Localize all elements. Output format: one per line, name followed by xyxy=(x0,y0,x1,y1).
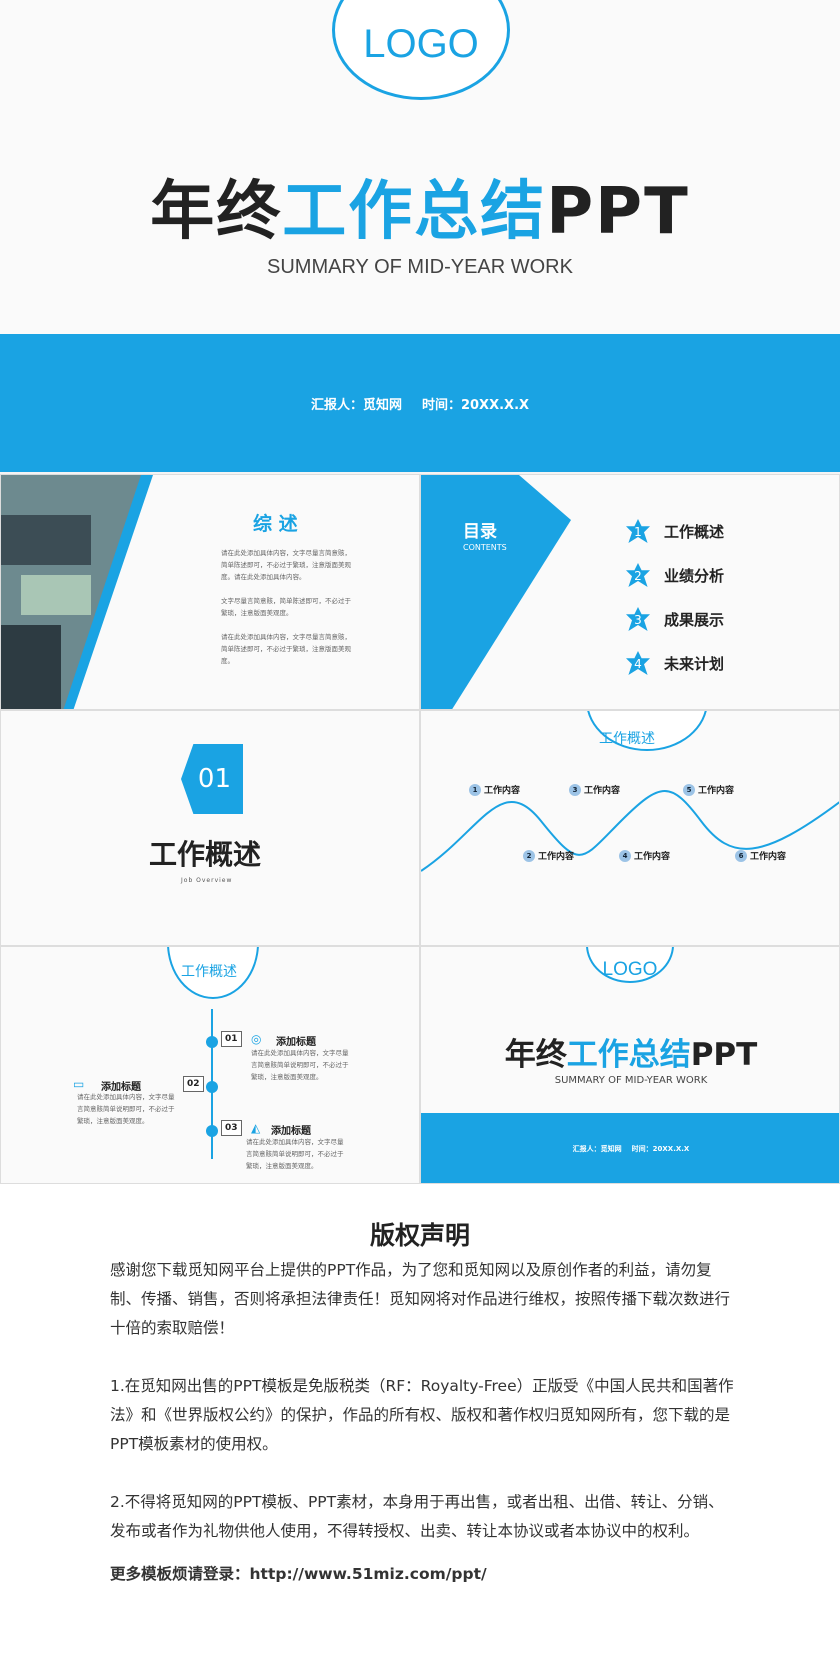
title-part: PPT xyxy=(690,1037,758,1073)
reporter: 汇报人：觅知网 xyxy=(572,1145,622,1153)
paragraph: 感谢您下载觅知网平台上提供的PPT作品，为了您和觅知网以及原创作者的利益，请勿复… xyxy=(110,1261,731,1337)
paragraph: 2.不得将觅知网的PPT模板、PPT素材，本身用于再出售，或者出租、出借、转让、… xyxy=(110,1493,724,1540)
step-heading: 添加标题 xyxy=(271,1126,311,1137)
wave-label: 工作内容 xyxy=(698,786,735,796)
toc-label: 未来计划 xyxy=(664,654,725,673)
wave-label: 工作内容 xyxy=(584,786,621,796)
toc-item[interactable]: 4 未来计划 xyxy=(626,641,724,685)
copyright-section: 版权声明 感谢您下载觅知网平台上提供的PPT作品，为了您和觅知网以及原创作者的利… xyxy=(0,1184,840,1656)
toc-title: 目录 xyxy=(463,522,497,542)
cover-title: 年终工作总结PPT xyxy=(0,160,840,252)
mini-title: 年终工作总结PPT xyxy=(421,1029,839,1074)
timeline-dot xyxy=(206,1125,218,1137)
wave-label: 工作内容 xyxy=(634,852,671,862)
section-number: 01 xyxy=(181,744,243,814)
timeline-dot xyxy=(206,1036,218,1048)
megaphone-icon: ◭ xyxy=(251,1121,261,1135)
section-subtitle: Job Overview xyxy=(181,877,233,884)
time: 时间：20XX.X.X xyxy=(631,1145,690,1153)
section-slide: 01 工作概述 Job Overview xyxy=(0,710,420,946)
cover-band: 汇报人：觅知网 时间：20XX.X.X xyxy=(0,334,840,472)
wave-label: 工作内容 xyxy=(538,852,575,862)
mini-band: 汇报人：觅知网 时间：20XX.X.X xyxy=(421,1113,839,1183)
step-text: 请在此处添加具体内容，文字尽量言简意赅简单说明即可，不必过于繁琐，注意版面美观度… xyxy=(77,1093,175,1125)
title-part: 工作总结 xyxy=(566,1037,691,1073)
star-number-icon: 4 xyxy=(626,651,650,675)
copyright-body: 感谢您下载觅知网平台上提供的PPT作品，为了您和觅知网以及原创作者的利益，请勿复… xyxy=(110,1256,735,1589)
paragraph: 请在此处添加具体内容，文字尽量言简意赅，简单陈述即可，不必过于繁琐，注意版面美观… xyxy=(221,633,351,665)
star-number-icon: 1 xyxy=(626,519,650,543)
monitor-icon: ▭ xyxy=(73,1077,85,1091)
toc-label: 成果展示 xyxy=(664,610,725,629)
more-templates-link[interactable]: 更多模板烦请登录：http://www.51miz.com/ppt/ xyxy=(110,1565,487,1583)
star-number-icon: 2 xyxy=(626,563,650,587)
overview-title: 综 述 xyxy=(253,513,298,535)
paragraph: 请在此处添加具体内容，文字尽量言简意赅，简单陈述即可，不必过于繁琐，注意版面美观… xyxy=(221,549,351,581)
timeline-dot xyxy=(206,1081,218,1093)
number-badge: 5 xyxy=(683,783,695,796)
toc-subtitle: CONTENTS xyxy=(463,543,507,552)
wave-title: 工作概述 xyxy=(599,731,655,747)
wave-line xyxy=(421,790,839,872)
photo-laptop xyxy=(1,475,153,709)
toc-label: 业绩分析 xyxy=(664,566,725,585)
number-badge: 6 xyxy=(735,849,747,862)
timeline-title: 工作概述 xyxy=(181,964,237,980)
step-number: 02 xyxy=(183,1076,204,1092)
copyright-title: 版权声明 xyxy=(369,1221,470,1250)
logo: LOGO xyxy=(332,0,510,100)
paragraph: 1.在觅知网出售的PPT模板是免版税类（RF：Royalty-Free）正版受《… xyxy=(110,1377,734,1453)
star-number-icon: 3 xyxy=(626,607,650,631)
number-badge: 2 xyxy=(523,849,535,862)
number-badge: 1 xyxy=(469,783,481,796)
cover-slide: LOGO 年终工作总结PPT SUMMARY OF MID-YEAR WORK xyxy=(0,0,840,334)
section-title: 工作概述 xyxy=(149,838,262,871)
step-heading: 添加标题 xyxy=(101,1082,141,1093)
title-part: 年终 xyxy=(150,175,283,249)
toc-item[interactable]: 1 工作概述 xyxy=(626,509,724,553)
step-number: 03 xyxy=(221,1120,242,1136)
reporter: 汇报人：觅知网 xyxy=(310,397,402,413)
title-part: 工作总结 xyxy=(282,175,547,249)
step-text: 请在此处添加具体内容，文字尽量言简意赅简单说明即可，不必过于繁琐，注意版面美观度… xyxy=(251,1049,349,1081)
mini-subtitle: SUMMARY OF MID-YEAR WORK xyxy=(554,1075,708,1086)
step-text: 请在此处添加具体内容，文字尽量言简意赅简单说明即可，不必过于繁琐，注意版面美观度… xyxy=(246,1138,344,1170)
toc-item[interactable]: 2 业绩分析 xyxy=(626,553,724,597)
logo-text: LOGO xyxy=(602,959,658,980)
step-number: 01 xyxy=(221,1031,242,1047)
step-heading: 添加标题 xyxy=(276,1037,316,1048)
title-part: 年终 xyxy=(504,1037,567,1073)
wave-label: 工作内容 xyxy=(750,852,787,862)
toc-slide: 目录 CONTENTS 1 工作概述 2 业绩分析 3 成果展示 4 未来计划 xyxy=(420,474,840,710)
overview-slide: 综 述 请在此处添加具体内容，文字尽量言简意赅，简单陈述即可，不必过于繁琐，注意… xyxy=(0,474,420,710)
camera-icon: ◎ xyxy=(251,1032,262,1046)
time: 时间：20XX.X.X xyxy=(421,397,530,413)
toc-blue-shape xyxy=(421,475,571,709)
cover-subtitle: SUMMARY OF MID-YEAR WORK xyxy=(267,256,573,278)
cover-mini-slide: LOGO 年终工作总结PPT SUMMARY OF MID-YEAR WORK … xyxy=(420,946,840,1184)
number-badge: 3 xyxy=(569,783,581,796)
wave-label: 工作内容 xyxy=(484,786,521,796)
toc-label: 工作概述 xyxy=(664,522,725,541)
overview-text: 请在此处添加具体内容，文字尽量言简意赅，简单陈述即可，不必过于繁琐，注意版面美观… xyxy=(221,547,356,667)
title-part: PPT xyxy=(546,175,690,249)
timeline-slide: 工作概述 01 02 03 ◎ 添加标题 请在此处添加具体内容，文字尽量言简意赅… xyxy=(0,946,420,1184)
number-badge: 4 xyxy=(619,849,631,862)
paragraph: 文字尽量言简意赅，简单陈述即可，不必过于繁琐，注意版面美观度。 xyxy=(221,597,351,617)
toc-item[interactable]: 3 成果展示 xyxy=(626,597,724,641)
toc-list: 1 工作概述 2 业绩分析 3 成果展示 4 未来计划 xyxy=(626,509,724,685)
